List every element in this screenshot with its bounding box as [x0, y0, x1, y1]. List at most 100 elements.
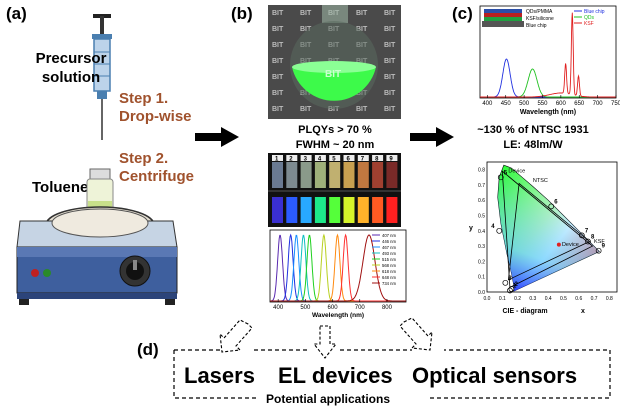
panel-d-label: (d) [137, 340, 159, 359]
cie-label-ksf: KSF [594, 239, 605, 245]
device-triangle [501, 170, 594, 289]
step1-line1: Step 1. [119, 90, 169, 107]
step2-label: Step 2. Centrifuge [119, 150, 194, 186]
vial-number: 9 [389, 157, 393, 163]
cie-point-label: 4 [491, 224, 495, 230]
bit-text: BIT [272, 26, 284, 33]
cie-label-device-point: Device [562, 242, 579, 248]
arrow-right-icon [195, 127, 239, 147]
le-text: LE: 48lm/W [503, 139, 563, 151]
ntsc-text: ~130 % of NTSC 1931 [477, 124, 589, 136]
el-legend-label: Blue chip [584, 9, 605, 15]
vial-day [372, 162, 384, 188]
cie-label-device: Device [508, 169, 525, 175]
pl-tick-label: 500 [300, 305, 311, 311]
pl-legend-label: 467 nm [382, 245, 396, 250]
step1-line2: Drop-wise [119, 108, 192, 125]
flask-label: BIT [325, 69, 341, 80]
vial-uv [372, 197, 384, 223]
cie-point [507, 287, 513, 294]
precursor-label: Precursor solution [26, 49, 116, 87]
el-tick-label: 400 [482, 101, 493, 107]
plqy-block: PLQYs > 70 % FWHM ~ 20 nm [265, 123, 405, 153]
cie-point [496, 227, 503, 234]
el-tick-label: 700 [593, 101, 604, 107]
bit-text: BIT [272, 106, 284, 113]
potential-applications-label: Potential applications [262, 392, 395, 406]
vial-uv [357, 197, 369, 223]
vial-uv [386, 197, 398, 223]
syringe-icon [92, 14, 112, 140]
bit-text: BIT [384, 42, 396, 49]
vial-cap [272, 155, 283, 161]
pl-xlabel: Wavelength (nm) [312, 312, 364, 319]
vial-cap [314, 155, 326, 161]
step2-line2: Centrifuge [119, 168, 194, 185]
el-series-line [480, 12, 616, 98]
cie-point-label: 9 [602, 244, 606, 250]
bit-text: BIT [272, 42, 284, 49]
device-point [556, 242, 561, 247]
el-tick-label: 450 [501, 101, 512, 107]
cie-xtick-label: 0.3 [529, 296, 536, 302]
vial-number: 4 [318, 157, 322, 163]
bit-text: BIT [272, 90, 284, 97]
cie-xtick-label: 0.7 [591, 296, 598, 302]
cie-point-label: 7 [585, 228, 589, 234]
pl-legend-label: 515 nm [382, 257, 396, 262]
pl-legend-label: 648 nm [382, 275, 396, 280]
cie-point [548, 203, 555, 210]
vial-day [272, 162, 283, 188]
cie-xtick-label: 0.0 [484, 296, 491, 302]
vial-day [314, 162, 326, 188]
pl-tick-label: 400 [273, 305, 284, 311]
vial-day [343, 162, 355, 188]
bit-text: BIT [272, 58, 284, 65]
fwhm-text: FWHM ~ 20 nm [295, 139, 375, 151]
cie-label-ntsc: NTSC [533, 178, 548, 184]
vial-number: 8 [375, 157, 379, 163]
vial-day [300, 162, 312, 188]
el-tick-label: 550 [537, 101, 548, 107]
bit-text: BIT [356, 10, 368, 17]
vial-day [357, 162, 369, 188]
bit-text: BIT [300, 106, 312, 113]
cie-ytick-label: 0.4 [478, 229, 485, 235]
vial-number: 1 [275, 157, 279, 163]
el-tick-label: 650 [574, 101, 585, 107]
cie-point [585, 238, 591, 245]
cie-xtick-label: 0.2 [514, 296, 521, 302]
pl-legend-label: 734 nm [382, 281, 396, 286]
vial-number: 3 [304, 157, 308, 163]
cie-ytick-label: 0.2 [478, 259, 485, 265]
ntsc-block: ~130 % of NTSC 1931 LE: 48lm/W [448, 123, 618, 153]
cie-point [508, 286, 515, 292]
pl-legend-label: 407 nm [382, 233, 396, 238]
cie-point [578, 232, 585, 239]
pl-tick-label: 800 [382, 305, 393, 311]
cie-xtick-label: 0.8 [606, 296, 613, 302]
app-optical-sensors: Optical sensors [412, 363, 578, 388]
panel-c-label: (c) [452, 4, 473, 23]
vial-cap [286, 155, 298, 161]
vial-number: 7 [361, 157, 365, 163]
vial-number: 2 [289, 157, 293, 163]
pl-legend-label: 493 nm [382, 251, 396, 256]
vial-day [386, 162, 398, 188]
cie-point-label: 6 [554, 199, 558, 205]
toluene-label: Toluene [32, 179, 89, 196]
device-label-qds: QDs/PMMA [526, 9, 553, 15]
cie-point [502, 279, 509, 286]
el-legend-label: KSF [584, 21, 594, 27]
cie-ytick-label: 0.3 [478, 244, 485, 250]
cie-ytick-label: 0.8 [478, 168, 485, 174]
cie-point-label: 8 [591, 235, 595, 241]
vial-uv [286, 197, 298, 223]
vial-number: 5 [332, 157, 336, 163]
pl-legend-label: 446 nm [382, 239, 396, 244]
cie-xlabel: x [581, 308, 585, 315]
